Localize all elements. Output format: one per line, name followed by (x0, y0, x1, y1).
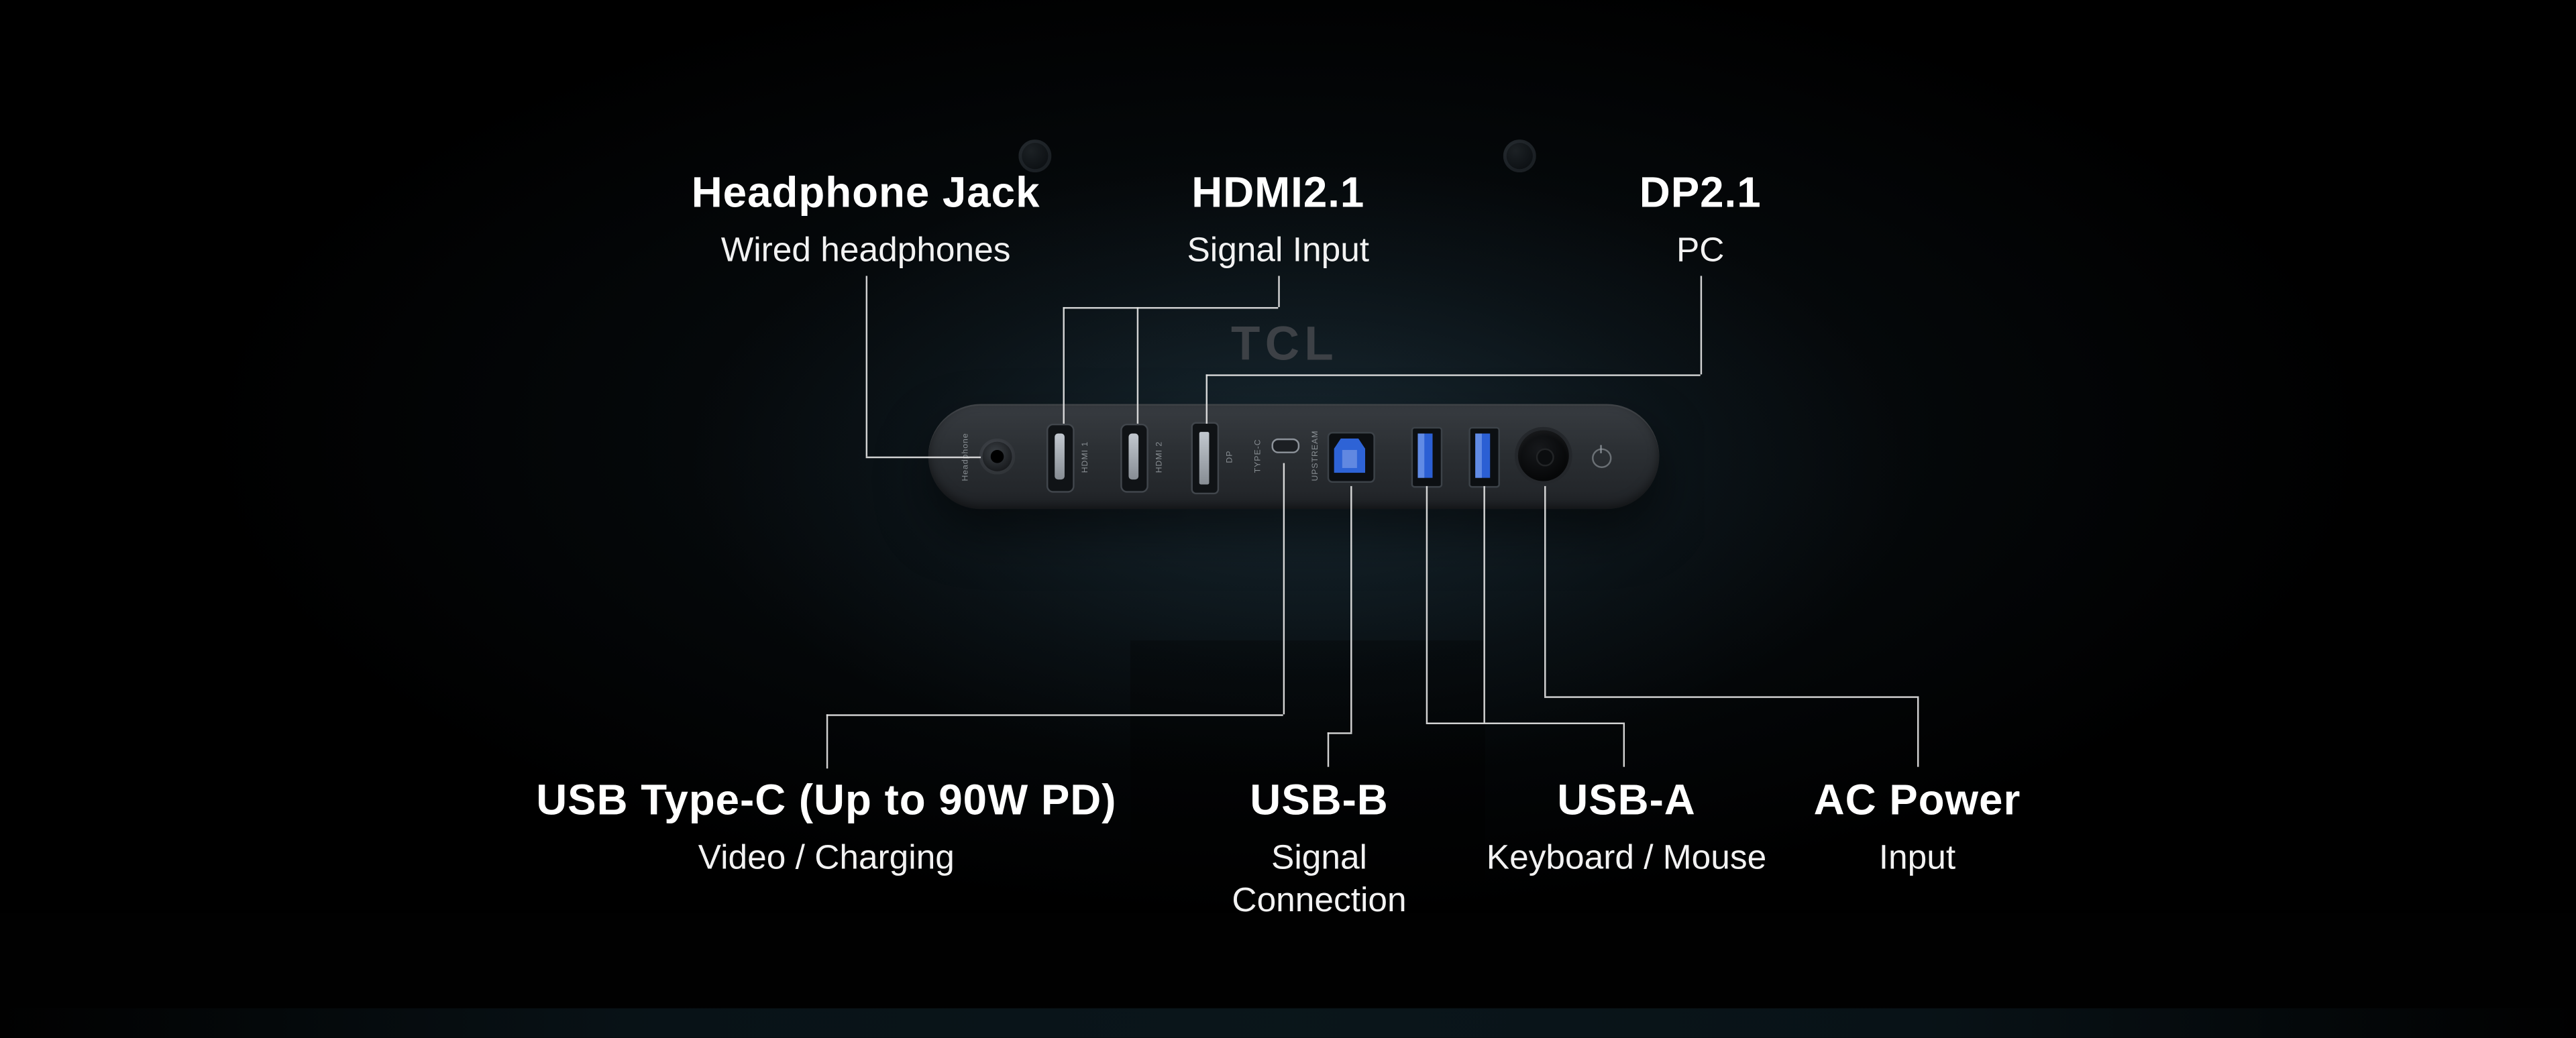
callout-dp-title: DP2.1 (1639, 167, 1762, 217)
hdmi2-port (1120, 423, 1148, 493)
callout-usb-b: USB-B Signal Connection (1155, 775, 1484, 923)
line-ac-drop (1544, 485, 1546, 697)
line-typec-horizontal (826, 714, 1283, 716)
line-usba2-drop (1483, 485, 1485, 723)
usb-b-port (1327, 432, 1375, 483)
usb-a-port-2 (1468, 426, 1500, 488)
line-usba-horizontal (1426, 722, 1623, 725)
dp-slot (1199, 432, 1210, 485)
usb-type-c-port (1271, 438, 1300, 453)
callout-hdmi: HDMI2.1 Signal Input (982, 168, 1574, 273)
hdmi2-port-label: HDMI 2 (1155, 441, 1165, 473)
callout-usb-type-c: USB Type-C (Up to 90W PD) Video / Chargi… (498, 775, 1155, 880)
usb-a1-tongue (1417, 433, 1425, 478)
callout-headphone-jack-subtitle: Wired headphones (720, 231, 1011, 270)
callout-hdmi-title: HDMI2.1 (1191, 167, 1365, 217)
line-hdmi2-drop (1136, 306, 1139, 424)
hdmi1-port (1046, 423, 1075, 493)
callout-usb-b-subtitle: Signal Connection (1232, 839, 1407, 920)
line-usba-stem (1623, 722, 1625, 767)
dp-port (1191, 422, 1220, 495)
callout-dp: DP2.1 PC (1405, 168, 1996, 273)
usb-a2-tongue (1475, 433, 1482, 478)
callout-dp-subtitle: PC (1676, 231, 1725, 270)
callout-headphone-jack: Headphone Jack Wired headphones (570, 168, 1162, 273)
callout-ac-power-title: AC Power (1813, 774, 2021, 825)
headphone-port (979, 438, 1016, 475)
ports-panel: Headphone HDMI 1 HDMI 2 DP TYPE-C UPSTRE… (928, 404, 1660, 510)
typec-port-label: TYPE-C (1253, 439, 1264, 474)
line-dp-drop (1205, 374, 1208, 424)
tcl-logo: TCL (1231, 319, 1339, 371)
dp-port-label: DP (1225, 450, 1236, 463)
vesa-screw-right (1503, 139, 1536, 173)
callout-headphone-jack-title: Headphone Jack (691, 167, 1040, 217)
hdmi1-slot (1055, 433, 1065, 480)
vesa-screw-left (1018, 139, 1052, 173)
line-hdmi-stem (1278, 276, 1280, 307)
callout-usb-a-subtitle: Keyboard / Mouse (1486, 839, 1767, 877)
callout-hdmi-subtitle: Signal Input (1187, 231, 1370, 270)
line-headphone-horizontal (865, 456, 981, 459)
callout-ac-power: AC Power Input (1753, 775, 2082, 880)
line-typec-drop (1283, 463, 1285, 715)
callout-usb-type-c-title: USB Type-C (Up to 90W PD) (536, 774, 1117, 825)
usb-b-core (1342, 450, 1357, 468)
callout-ac-power-subtitle: Input (1878, 839, 1956, 877)
floor-band (0, 913, 2576, 1038)
usb-a-port-1 (1411, 426, 1443, 488)
callout-usb-type-c-subtitle: Video / Charging (698, 839, 955, 877)
line-usba1-drop (1426, 485, 1428, 723)
line-dp-horizontal (1205, 374, 1701, 376)
line-usbb-horizontal (1327, 732, 1352, 734)
floor-sheen (0, 1008, 2576, 1038)
callout-usb-b-title: USB-B (1250, 774, 1389, 825)
ac-power-port (1517, 430, 1569, 481)
hdmi1-port-label: HDMI 1 (1081, 441, 1091, 473)
line-hdmi-horizontal (1063, 306, 1279, 309)
callout-usb-a: USB-A Keyboard / Mouse (1462, 775, 1791, 880)
line-usbb-drop (1350, 485, 1352, 733)
line-ac-horizontal (1544, 696, 1917, 698)
line-usbb-stem (1327, 732, 1330, 767)
hdmi2-slot (1128, 433, 1139, 480)
usbb-port-label: UPSTREAM (1311, 430, 1321, 482)
line-hdmi1-drop (1063, 306, 1065, 424)
usb-b-connector (1334, 438, 1366, 473)
line-typec-stem (826, 714, 828, 769)
power-icon (1592, 445, 1612, 468)
callout-usb-a-title: USB-A (1557, 774, 1696, 825)
line-headphone-vertical (865, 276, 868, 457)
line-ac-stem (1917, 696, 1919, 767)
line-dp-stem (1700, 276, 1703, 375)
